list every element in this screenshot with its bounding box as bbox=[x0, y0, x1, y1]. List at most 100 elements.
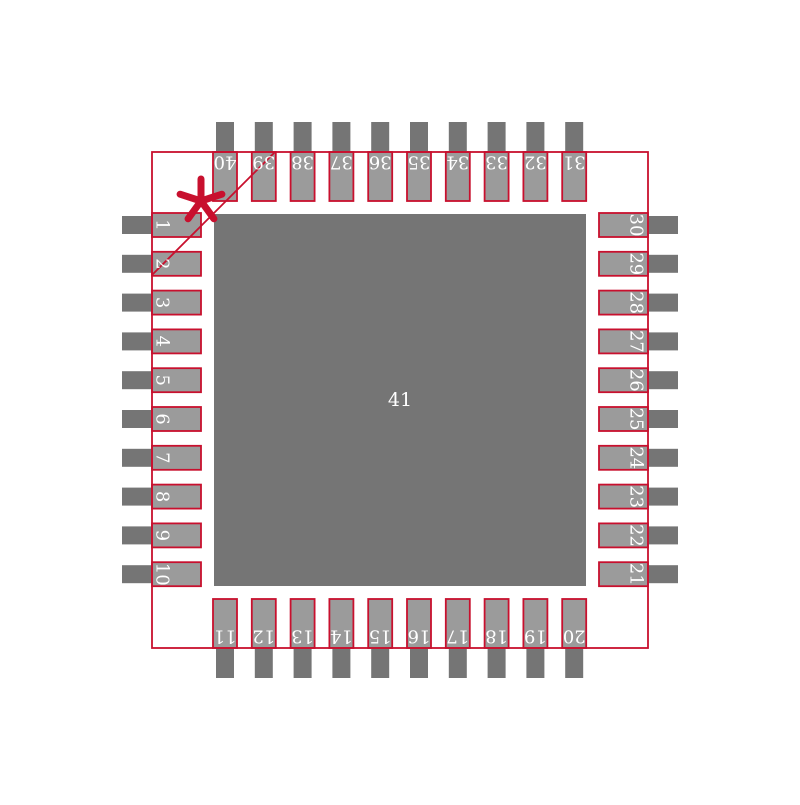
lead-11 bbox=[216, 646, 234, 678]
lead-22 bbox=[646, 526, 678, 545]
lead-2 bbox=[122, 254, 154, 273]
pad-14 bbox=[328, 598, 355, 649]
pin-label-10: 10 bbox=[152, 563, 173, 586]
pad-12 bbox=[250, 598, 277, 649]
pin-label-20: 20 bbox=[563, 626, 586, 647]
lead-27 bbox=[646, 332, 678, 351]
pin-label-6: 6 bbox=[152, 413, 173, 424]
pin-label-4: 4 bbox=[152, 336, 173, 347]
pin-label-29: 29 bbox=[626, 252, 647, 275]
lead-18 bbox=[487, 646, 506, 678]
pin-label-26: 26 bbox=[626, 369, 647, 392]
pad-38 bbox=[289, 151, 316, 202]
lead-36 bbox=[371, 122, 390, 154]
pin-label-33: 33 bbox=[485, 152, 508, 173]
pad-32 bbox=[522, 151, 549, 202]
lead-20 bbox=[565, 646, 584, 678]
pin-label-24: 24 bbox=[626, 446, 647, 469]
lead-30 bbox=[646, 216, 678, 234]
lead-12 bbox=[254, 646, 273, 678]
lead-33 bbox=[487, 122, 506, 154]
lead-28 bbox=[646, 293, 678, 312]
pad-4 bbox=[151, 328, 202, 355]
pin-label-12: 12 bbox=[252, 626, 275, 647]
lead-34 bbox=[448, 122, 467, 154]
asterisk-icon bbox=[176, 175, 226, 223]
pad-34 bbox=[444, 151, 471, 202]
pin-label-38: 38 bbox=[291, 152, 314, 173]
pin-label-32: 32 bbox=[524, 152, 547, 173]
pin-label-3: 3 bbox=[152, 297, 173, 308]
pad-20 bbox=[561, 598, 588, 649]
lead-6 bbox=[122, 410, 154, 428]
pin-label-31: 31 bbox=[563, 152, 586, 173]
pad-26 bbox=[598, 367, 649, 394]
pin-label-13: 13 bbox=[291, 626, 314, 647]
lead-5 bbox=[122, 371, 154, 390]
pin-label-22: 22 bbox=[626, 524, 647, 547]
pin-label-36: 36 bbox=[369, 152, 392, 173]
pin-label-30: 30 bbox=[626, 214, 647, 237]
lead-29 bbox=[646, 254, 678, 273]
pad-6 bbox=[151, 406, 202, 432]
lead-1 bbox=[122, 216, 154, 234]
lead-8 bbox=[122, 487, 154, 506]
center-thermal-pad bbox=[214, 214, 586, 586]
package-leads bbox=[122, 122, 678, 678]
pin-label-34: 34 bbox=[446, 152, 469, 173]
lead-3 bbox=[122, 293, 154, 312]
pad-3 bbox=[151, 289, 202, 316]
pad-39 bbox=[250, 151, 277, 202]
body-outline-rect bbox=[151, 151, 649, 649]
lead-16 bbox=[410, 646, 428, 678]
pin-label-8: 8 bbox=[152, 491, 173, 502]
pin-label-9: 9 bbox=[152, 530, 173, 541]
lead-38 bbox=[293, 122, 312, 154]
lead-32 bbox=[526, 122, 545, 154]
pad-15 bbox=[367, 598, 394, 649]
pad-22 bbox=[598, 522, 649, 549]
lead-37 bbox=[332, 122, 351, 154]
pin-label-15: 15 bbox=[369, 626, 392, 647]
pad-35 bbox=[406, 151, 432, 202]
pin-label-27: 27 bbox=[626, 330, 647, 353]
lead-13 bbox=[293, 646, 312, 678]
pin-label-19: 19 bbox=[524, 626, 547, 647]
lead-40 bbox=[216, 122, 234, 154]
pin-label-14: 14 bbox=[330, 626, 353, 647]
pad-7 bbox=[151, 444, 202, 471]
lead-4 bbox=[122, 332, 154, 351]
pin-label-28: 28 bbox=[626, 291, 647, 314]
pad-29 bbox=[598, 250, 649, 277]
lead-15 bbox=[371, 646, 390, 678]
pad-16 bbox=[406, 598, 432, 649]
pin-label-23: 23 bbox=[626, 485, 647, 508]
lead-9 bbox=[122, 526, 154, 545]
lead-19 bbox=[526, 646, 545, 678]
pin-label-16: 16 bbox=[408, 626, 431, 647]
pin-label-17: 17 bbox=[446, 626, 469, 647]
pin-label-21: 21 bbox=[626, 563, 647, 586]
pin-label-25: 25 bbox=[626, 408, 647, 431]
pin-label-5: 5 bbox=[152, 374, 173, 385]
lead-23 bbox=[646, 487, 678, 506]
pads-group bbox=[151, 151, 649, 649]
pad-19 bbox=[522, 598, 549, 649]
lead-24 bbox=[646, 448, 678, 467]
lead-14 bbox=[332, 646, 351, 678]
pin-label-7: 7 bbox=[152, 452, 173, 463]
lead-10 bbox=[122, 565, 154, 584]
lead-17 bbox=[448, 646, 467, 678]
pin-label-1: 1 bbox=[152, 219, 173, 230]
lead-26 bbox=[646, 371, 678, 390]
pin-label-11: 11 bbox=[214, 626, 237, 647]
asterisk-stroke bbox=[176, 190, 205, 205]
lead-31 bbox=[565, 122, 584, 154]
pad-18 bbox=[483, 598, 510, 649]
pin-label-35: 35 bbox=[408, 152, 431, 173]
pin-label-37: 37 bbox=[330, 152, 353, 173]
pad-5 bbox=[151, 367, 202, 394]
